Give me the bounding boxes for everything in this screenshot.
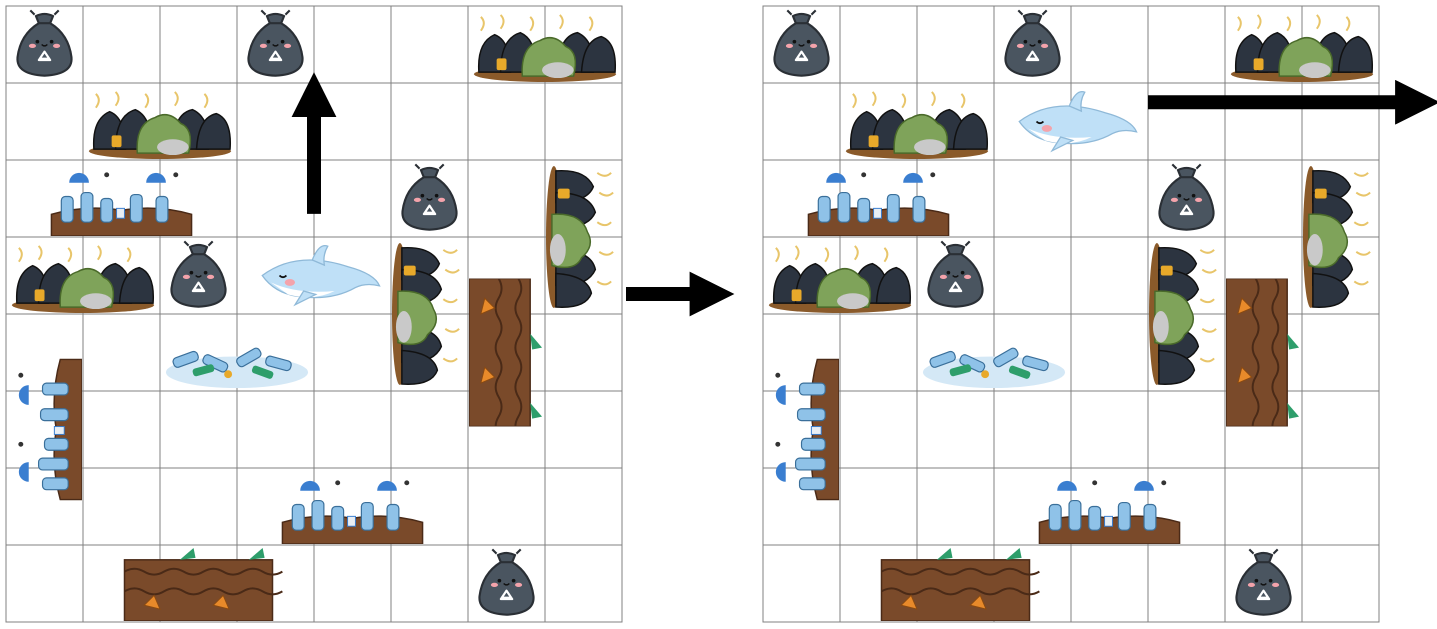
grid-cell [917, 6, 994, 83]
grid-cell [1071, 391, 1148, 468]
grid-cell [1148, 6, 1225, 83]
grid-cell [6, 83, 83, 160]
grid-cell [1225, 160, 1302, 237]
grid-cell [917, 468, 994, 545]
grid-cell [994, 391, 1071, 468]
grid-cell [1148, 391, 1225, 468]
grid-cell [314, 83, 391, 160]
grid-cell [237, 391, 314, 468]
grid-cell [1302, 83, 1379, 160]
grid-cell [237, 83, 314, 160]
grid-cell [6, 545, 83, 622]
grid-cell [314, 545, 391, 622]
grid-cell [83, 468, 160, 545]
grid-cell [391, 391, 468, 468]
grid-cell [468, 160, 545, 237]
grid-cell [83, 391, 160, 468]
grid-cell [840, 391, 917, 468]
grid-cell [1148, 545, 1225, 622]
grid-cell [314, 391, 391, 468]
grid-cell [391, 545, 468, 622]
grid-cell [160, 391, 237, 468]
grid-cell [314, 160, 391, 237]
grid-cell [840, 468, 917, 545]
grid-cell [994, 160, 1071, 237]
grid-cell [1071, 6, 1148, 83]
grid-cell [1071, 545, 1148, 622]
grid-cell [1071, 160, 1148, 237]
grid-cell [468, 83, 545, 160]
grid-cell [917, 391, 994, 468]
grid-cell [545, 545, 622, 622]
grid-cell [840, 314, 917, 391]
grid-cell [314, 314, 391, 391]
grid-cell [160, 6, 237, 83]
grid-cell [1071, 237, 1148, 314]
grid-cell [1302, 391, 1379, 468]
grid-cell [237, 160, 314, 237]
grid-cell [1225, 83, 1302, 160]
grid-cell [314, 6, 391, 83]
grid-cell [545, 468, 622, 545]
grid-cell [1302, 545, 1379, 622]
grid-cell [391, 6, 468, 83]
grid-cell [1071, 314, 1148, 391]
grid-cell [840, 6, 917, 83]
grid-cell [468, 468, 545, 545]
grid-cell [1225, 468, 1302, 545]
grid-cell [1302, 314, 1379, 391]
grid-cell [1302, 468, 1379, 545]
grid-cell [763, 545, 840, 622]
grid-cell [391, 83, 468, 160]
grid-cell [83, 6, 160, 83]
grid-cell [763, 83, 840, 160]
grid-cell [545, 314, 622, 391]
grid-cell [83, 314, 160, 391]
grid-cell [160, 468, 237, 545]
grid-cell [994, 237, 1071, 314]
grid-cell [545, 391, 622, 468]
grid-cell [545, 83, 622, 160]
grid-cell [1148, 83, 1225, 160]
